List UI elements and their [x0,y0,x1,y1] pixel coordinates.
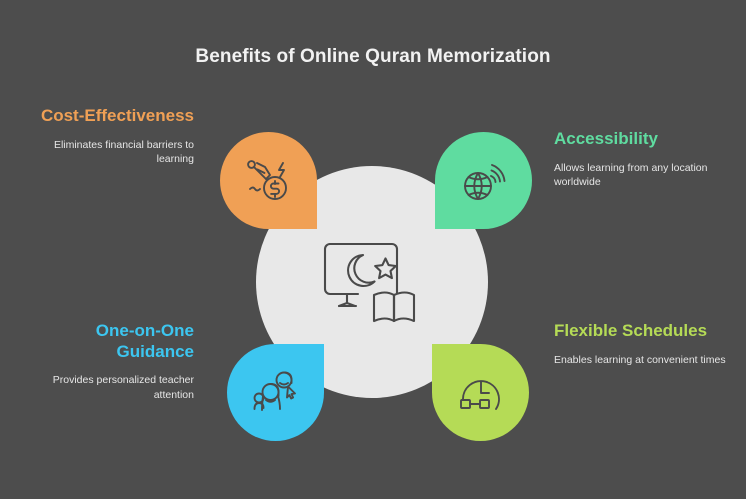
benefit-heading: Accessibility [554,129,658,148]
petal-flexible-schedules[interactable] [432,344,529,441]
globe-wifi-signal-icon [463,163,505,200]
petal-cost-effectiveness[interactable] [220,132,317,229]
petal-accessibility[interactable] [435,132,532,229]
benefit-description: Provides personalized teacher attention [52,374,194,401]
dollar-coin-price-cut-icon [246,159,287,200]
monitor-crescent-moon-star-open-book-icon [318,228,426,336]
petal-one-on-one-guidance[interactable] [227,344,324,441]
benefit-block-cost-effectiveness: Cost-Effectiveness Eliminates financial … [18,106,194,167]
benefit-heading: Flexible Schedules [554,321,708,340]
page-title: Benefits of Online Quran Memorization [195,46,551,67]
benefit-description: Eliminates financial barriers to learnin… [53,138,194,166]
benefit-block-accessibility: Accessibility Allows learning from any l… [554,129,730,190]
two-people-teacher-student-icon [253,371,296,411]
benefit-heading: One-on-One Guidance [95,321,194,361]
benefit-description: Allows learning from any location worldw… [554,161,708,189]
benefit-description: Enables learning at convenient times [554,353,726,366]
benefit-heading: Cost-Effectiveness [40,106,194,125]
clock-schedule-timeline-icon [459,379,500,410]
benefit-block-one-on-one-guidance: One-on-One Guidance Provides personalize… [18,321,194,402]
benefit-block-flexible-schedules: Flexible Schedules Enables learning at c… [554,321,730,367]
